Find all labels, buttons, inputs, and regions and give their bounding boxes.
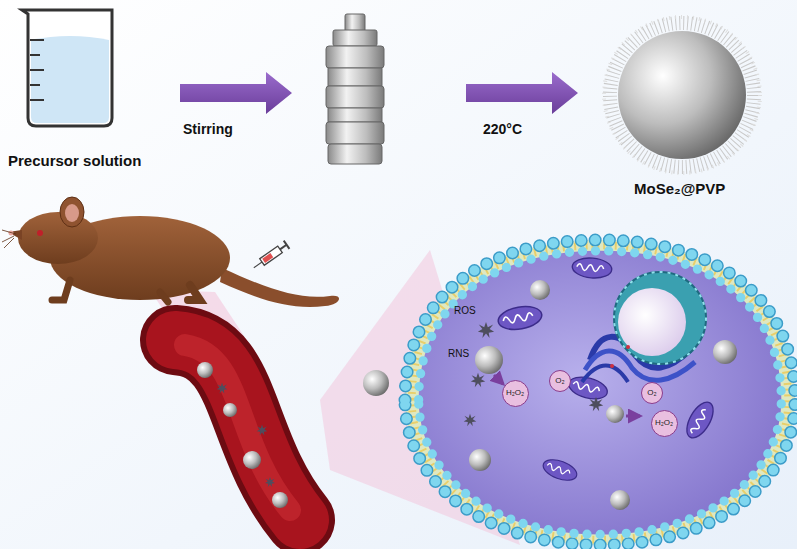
step-label: Stirring (183, 121, 233, 137)
molecule-text: H₂O₂ (506, 389, 524, 397)
molecule-text: O₂ (555, 377, 564, 385)
species-label: RNS (448, 348, 469, 359)
product-label: MoSe₂@PVP (634, 180, 725, 197)
species-label: ROS (454, 305, 476, 316)
molecule-circle: O₂ (641, 382, 663, 404)
molecule-text: H₂O₂ (655, 419, 673, 427)
condition-label: 220°C (483, 121, 522, 137)
molecule-circle: H₂O₂ (502, 380, 529, 407)
step-label: Precursor solution (8, 152, 141, 169)
molecule-circle: H₂O₂ (651, 410, 678, 437)
molecule-circle: O₂ (549, 370, 571, 392)
molecule-text: O₂ (647, 389, 656, 397)
